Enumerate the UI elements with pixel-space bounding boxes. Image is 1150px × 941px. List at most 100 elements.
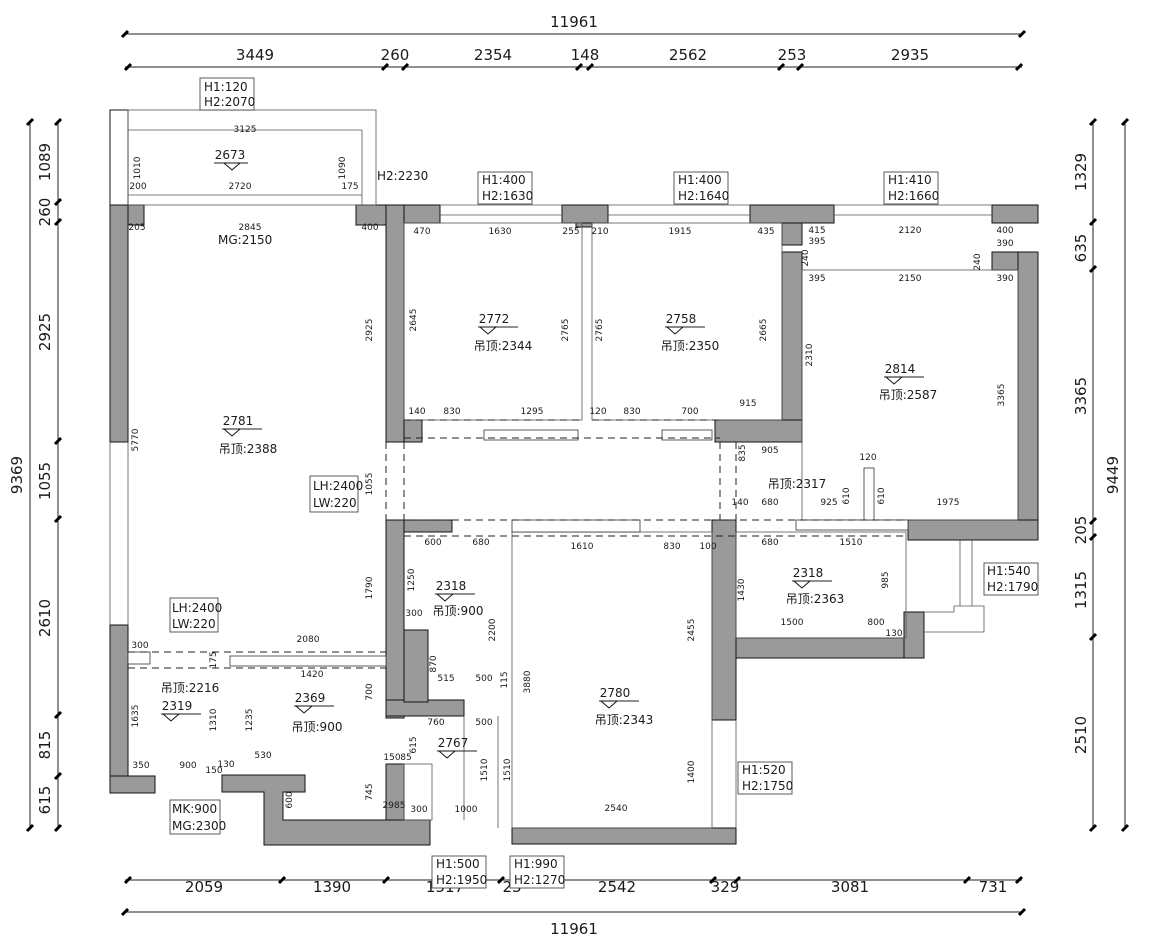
dim-text: 3880: [523, 670, 533, 693]
dim-text: 905: [761, 446, 778, 456]
dim-text: 395: [808, 274, 825, 284]
dim-text: 390: [996, 239, 1013, 249]
dim-text: 200: [129, 182, 146, 192]
dim-text: 985: [881, 571, 891, 588]
dim-text: 760: [427, 718, 444, 728]
dim-text: 2765: [595, 319, 605, 342]
wall-stub-top-left: [127, 204, 145, 226]
dim-text: 500: [475, 674, 492, 684]
right-dim-5: 1315: [1072, 571, 1090, 609]
dim-text: 2540: [605, 804, 628, 814]
opening-h2: H2:1660: [888, 189, 939, 203]
dim-text: 915: [739, 399, 756, 409]
dim-text: 680: [472, 538, 489, 548]
dim-text: 120: [589, 407, 606, 417]
room-ceiling: 吊顶:2344: [474, 339, 533, 353]
dim-text: 1500: [781, 618, 804, 628]
dim-text: 210: [591, 227, 608, 237]
dim-text: 130: [217, 760, 234, 770]
bottom-dim-5: 2542: [598, 878, 636, 896]
room-area: 2318: [793, 566, 824, 580]
wall-bath-top: [403, 519, 453, 533]
room-area: 2318: [436, 579, 467, 593]
opening-h1: H1:400: [482, 173, 526, 187]
dim-text: 2645: [409, 309, 419, 332]
opening-bath2: H1:500 H2:1950: [431, 855, 487, 889]
dim-text: 2985: [383, 801, 406, 811]
beam-lines: [128, 419, 906, 669]
dim-text: 3125: [234, 125, 257, 135]
dim-text: 240: [973, 253, 983, 270]
dim-text: 350: [132, 761, 149, 771]
dim-text: 615: [409, 736, 419, 753]
dim-text: 400: [996, 226, 1013, 236]
top-total-dim: 11961: [550, 13, 598, 31]
opening-h2: H2:1630: [482, 189, 533, 203]
opening-kitchen: H1:520 H2:1750: [737, 761, 793, 795]
room-laundry: 2318 吊顶:2363: [786, 566, 845, 606]
dim-text: 1295: [521, 407, 544, 417]
dim-text: 2150: [899, 274, 922, 284]
dim-text: 1510: [840, 538, 863, 548]
room-bed1: 2772 吊顶:2344: [474, 312, 533, 353]
wall-bed1-top-left: [403, 204, 441, 224]
right-dim-6: 2510: [1072, 716, 1090, 754]
dim-text: 2310: [805, 343, 815, 366]
dim-text: 1790: [365, 576, 375, 599]
dim-text: 500: [475, 718, 492, 728]
dim-text: 390: [996, 274, 1013, 284]
dim-text: 1630: [489, 227, 512, 237]
dim-text: 1635: [131, 705, 141, 728]
dim-text: 610: [842, 487, 852, 504]
room-area: 2319: [162, 699, 193, 713]
right-dim-1: 1329: [1072, 153, 1090, 191]
room-balcony: 2673: [214, 148, 248, 171]
dim-text: 1400: [687, 760, 697, 783]
dim-text: 1090: [338, 156, 348, 179]
left-dim-3: 2925: [36, 313, 54, 351]
dim-text: 2720: [229, 182, 252, 192]
right-dim-4: 205: [1072, 516, 1090, 545]
room-bed2: 2758 吊顶:2350: [661, 312, 720, 353]
top-dim-4: 148: [571, 46, 600, 64]
opening-labels: H1:120 H2:2070 H2:2230 H1:400 H2:1630 H1…: [199, 77, 1039, 889]
bottom-dimension-chain: 2059 1390 1517 23 2542 329 3081 731 1196…: [120, 875, 1027, 938]
dim-text: 700: [681, 407, 698, 417]
top-dim-2: 260: [381, 46, 410, 64]
dim-text: 2080: [297, 635, 320, 645]
wall-master-left: [781, 251, 803, 443]
wall-left-upper: [109, 204, 129, 443]
room-area: 2758: [666, 312, 697, 326]
dim-text: 835: [738, 444, 748, 461]
dim-text: 300: [131, 641, 148, 651]
inner-dims-laundry: 680 1510 1430 985 1500 800 130: [737, 538, 903, 639]
dim-text: 115: [500, 671, 510, 688]
opening-h2: H2:2070: [204, 95, 255, 109]
wall-laundry-bottom: [735, 637, 925, 659]
wall-bath-left: [385, 519, 405, 719]
dim-text: 1250: [407, 568, 417, 591]
dim-text: 925: [820, 498, 837, 508]
dim-text: 1420: [301, 670, 324, 680]
opening-h1: H1:410: [888, 173, 932, 187]
dim-text: 175: [209, 651, 219, 668]
dim-text: 870: [429, 655, 439, 672]
walls: [109, 109, 1039, 846]
dim-text: 240: [801, 249, 811, 266]
dim-text: 120: [859, 453, 876, 463]
room-area: 2781: [223, 414, 254, 428]
interior-lines: [109, 109, 1019, 829]
top-dim-3: 2354: [474, 46, 512, 64]
wall-master-right: [1017, 251, 1039, 541]
top-dim-7: 2935: [891, 46, 929, 64]
inner-dims-kitchen: 1610 830 100 2455 3880 1400 2540: [523, 542, 717, 814]
room-area: 2772: [479, 312, 510, 326]
top-dim-5: 2562: [669, 46, 707, 64]
opening-laundry-balcony: H1:540 H2:1790: [983, 562, 1039, 596]
inner-dims-living: 2845 205 400 2925 5770 1055 1790 300 208…: [128, 223, 378, 809]
right-dim-3: 3365: [1072, 377, 1090, 415]
wall-master-corner: [781, 222, 803, 246]
wall-bath-inner: [403, 629, 429, 703]
opening-h2: H2:1270: [514, 873, 565, 887]
opening-bed2: H1:400 H2:1640: [673, 171, 729, 205]
